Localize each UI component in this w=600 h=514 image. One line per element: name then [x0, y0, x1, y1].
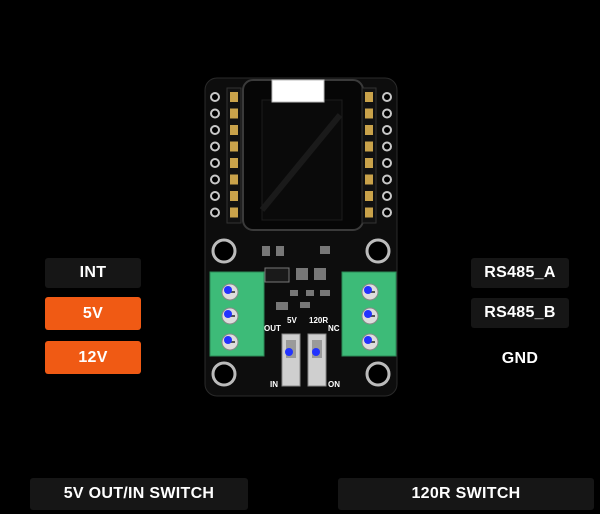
switch-5v-out-in — [281, 333, 301, 387]
header-pin — [230, 125, 238, 135]
pcb-pad — [382, 207, 392, 218]
rs485-b-label: RS485_B — [471, 298, 569, 328]
left-header — [226, 87, 242, 224]
terminal-marker — [364, 336, 372, 344]
header-pin — [365, 125, 373, 135]
mount-hole-bl — [211, 361, 237, 387]
left-terminal-block — [209, 271, 265, 357]
module-label-pad — [271, 79, 325, 103]
pcb-pad — [210, 158, 220, 168]
header-pin — [230, 92, 238, 102]
left-pad-column — [210, 92, 220, 218]
mount-hole-tl — [211, 238, 237, 264]
pcb-pad — [210, 125, 220, 135]
pcb-pad — [382, 158, 392, 168]
header-pin — [365, 92, 373, 102]
gnd-label: GND — [501, 350, 539, 367]
12v-label: 12V — [45, 341, 141, 374]
header-pin — [230, 191, 238, 201]
terminal-marker — [224, 286, 232, 294]
header-pin — [365, 141, 373, 152]
5v-label: 5V — [45, 297, 141, 330]
pcb-pad — [382, 108, 392, 119]
header-pin — [365, 108, 373, 119]
pcb-pad — [210, 92, 220, 102]
pcb-pad — [210, 191, 220, 201]
pcb-pad — [382, 191, 392, 201]
mount-hole-tr — [365, 238, 391, 264]
header-pin — [230, 158, 238, 168]
switch-120r — [307, 333, 327, 387]
header-pin — [365, 158, 373, 168]
header-pin — [365, 174, 373, 185]
smd-components — [262, 246, 330, 310]
silk-5v: 5V — [287, 316, 297, 325]
pcb-pad — [382, 92, 392, 102]
pcb-pad — [210, 207, 220, 218]
silk-out: OUT — [264, 324, 281, 333]
switch-marker — [285, 348, 293, 356]
switch-marker — [312, 348, 320, 356]
right-pad-column — [382, 92, 392, 218]
120r-switch-label: 120R SWITCH — [338, 478, 594, 510]
silk-nc: NC — [328, 324, 340, 333]
header-pin — [230, 207, 238, 218]
header-pin — [230, 141, 238, 152]
header-pin — [365, 191, 373, 201]
pcb-pad — [382, 174, 392, 185]
pcb-pad — [210, 108, 220, 119]
terminal-marker — [364, 286, 372, 294]
int-label: INT — [45, 258, 141, 288]
terminal-marker — [224, 336, 232, 344]
header-pin — [230, 174, 238, 185]
header-pin — [230, 108, 238, 119]
silk-120r: 120R — [309, 316, 328, 325]
header-pin — [365, 207, 373, 218]
silk-on: ON — [328, 380, 340, 389]
pcb-pad — [210, 141, 220, 152]
terminal-marker — [364, 310, 372, 318]
pcb-pad — [382, 125, 392, 135]
pcb-pad — [382, 141, 392, 152]
mount-hole-br — [365, 361, 391, 387]
silk-in: IN — [270, 380, 278, 389]
rs485-a-label: RS485_A — [471, 258, 569, 288]
terminal-marker — [224, 310, 232, 318]
right-terminal-block — [341, 271, 397, 357]
pcb-pad — [210, 174, 220, 185]
right-header — [361, 87, 377, 224]
5v-switch-label: 5V OUT/IN SWITCH — [30, 478, 248, 510]
